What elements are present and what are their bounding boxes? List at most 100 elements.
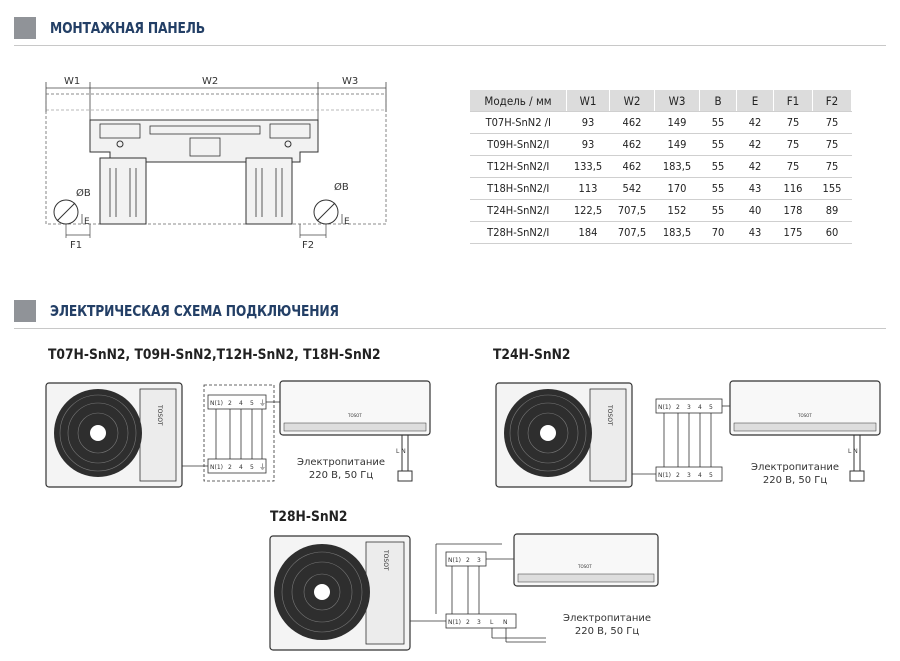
table-header-cell: F1 — [773, 90, 813, 112]
terminal-label: N(1) — [210, 400, 223, 407]
section-header-wiring: ЭЛЕКТРИЧЕСКАЯ СХЕМА ПОДКЛЮЧЕНИЯ — [14, 298, 402, 324]
section-title: МОНТАЖНАЯ ПАНЕЛЬ — [50, 19, 206, 37]
section-square-icon — [14, 300, 36, 322]
terminal-block-indoor: N(1) 2 3 4 5 — [655, 398, 723, 414]
table-cell: 75 — [812, 133, 852, 156]
power-supply-label: Электропитание 220 В, 50 Гц — [740, 461, 850, 487]
terminal-label: 3 — [687, 404, 691, 411]
table-header-cell: F2 — [812, 90, 852, 112]
table-cell: 42 — [736, 133, 774, 156]
ln-label: L N — [848, 448, 858, 455]
dim-b-left: ØB — [76, 187, 91, 199]
table-cell: 75 — [773, 155, 813, 178]
table-header-cell: Модель / мм — [470, 90, 567, 112]
table-cell: 55 — [699, 199, 737, 222]
terminal-label: N(1) — [448, 557, 461, 564]
diagram-title-group1: T07H-SnN2, T09H-SnN2,T12H-SnN2, T18H-SnN… — [48, 347, 381, 363]
terminal-label: N(1) — [658, 404, 671, 411]
power-supply-line1: Электропитание — [750, 462, 840, 473]
table-cell: 55 — [699, 133, 737, 156]
table-cell: 178 — [773, 199, 813, 222]
table-cell: 170 — [654, 177, 700, 200]
terminal-label: 3 — [687, 472, 691, 479]
brand-logo: TOSOT — [156, 404, 163, 426]
section-title: ЭЛЕКТРИЧЕСКАЯ СХЕМА ПОДКЛЮЧЕНИЯ — [50, 302, 339, 320]
terminal-label: 2 — [676, 404, 680, 411]
table-cell: T18H-SnN2/I — [470, 177, 567, 200]
terminal-label: 4 — [239, 400, 243, 407]
power-supply-line1: Электропитание — [296, 457, 386, 468]
terminal-label: N — [503, 619, 508, 626]
power-supply-label: Электропитание 220 В, 50 Гц — [552, 612, 662, 638]
power-supply-line2: 220 В, 50 Гц — [574, 626, 640, 637]
wiring-diagram-2: TOSOT N(1) 2 3 4 5 N(1) 2 3 4 5 TOSOT L … — [495, 380, 881, 488]
table-cell: 70 — [699, 221, 737, 244]
table-cell: 184 — [566, 221, 610, 244]
table-cell: 75 — [812, 155, 852, 178]
terminal-label: N(1) — [448, 619, 461, 626]
table-cell: 707,5 — [609, 221, 655, 244]
table-cell: 116 — [773, 177, 813, 200]
terminal-block-outdoor: N(1) 2 3 4 5 — [655, 466, 723, 482]
terminal-label: 3 — [477, 557, 481, 564]
terminal-label: 5 — [709, 404, 713, 411]
section-header-mounting: МОНТАЖНАЯ ПАНЕЛЬ — [14, 15, 239, 41]
terminal-label: 2 — [466, 619, 470, 626]
terminal-label: 2 — [228, 464, 232, 471]
table-cell: 707,5 — [609, 199, 655, 222]
terminal-label: 4 — [698, 472, 702, 479]
dim-f2: F2 — [302, 240, 314, 251]
terminal-label: 2 — [466, 557, 470, 564]
dim-e-left: E — [84, 217, 90, 227]
table-header-cell: B — [699, 90, 737, 112]
wiring-diagram-1: TOSOT N(1) 2 4 5 ⏚ N(1) 2 4 5 ⏚ TOSOT L … — [45, 380, 431, 488]
brand-logo: TOSOT — [797, 413, 812, 418]
table-cell: 462 — [609, 155, 655, 178]
power-supply-line2: 220 В, 50 Гц — [762, 475, 828, 486]
table-cell: T28H-SnN2/I — [470, 221, 567, 244]
table-header-row: Модель / мм W1 W2 W3 B E F1 F2 — [470, 90, 852, 112]
table-cell: 113 — [566, 177, 610, 200]
table-cell: 55 — [699, 155, 737, 178]
dim-w2: W2 — [202, 76, 218, 87]
dim-f1: F1 — [70, 240, 82, 251]
table-cell: 183,5 — [654, 155, 700, 178]
terminal-label: 5 — [250, 464, 254, 471]
terminal-label: 4 — [698, 404, 702, 411]
table-header-cell: W2 — [609, 90, 655, 112]
table-cell: 89 — [812, 199, 852, 222]
table-cell: 55 — [699, 177, 737, 200]
power-supply-line1: Электропитание — [562, 613, 652, 624]
brand-logo: TOSOT — [577, 564, 592, 569]
table-cell: 42 — [736, 111, 774, 134]
table-cell: 75 — [812, 111, 852, 134]
divider — [14, 45, 886, 46]
terminal-label: 5 — [709, 472, 713, 479]
terminal-label: N(1) — [658, 472, 671, 479]
table-cell: 122,5 — [566, 199, 610, 222]
table-cell: 55 — [699, 111, 737, 134]
table-cell: 175 — [773, 221, 813, 244]
mounting-panel-drawing: W1 W2 W3 ØB ØB E E F1 F2 — [45, 76, 387, 251]
power-supply-line2: 220 В, 50 Гц — [308, 470, 374, 481]
table-cell: 75 — [773, 111, 813, 134]
dim-w1: W1 — [64, 76, 80, 87]
dim-e-right: E — [344, 217, 350, 227]
terminal-label: 3 — [477, 619, 481, 626]
power-supply-label: Электропитание 220 В, 50 Гц — [286, 456, 396, 482]
table-cell: 42 — [736, 155, 774, 178]
table-cell: 93 — [566, 111, 610, 134]
terminal-block-outdoor: N(1) 2 4 5 ⏚ — [207, 458, 267, 474]
table-cell: 462 — [609, 111, 655, 134]
table-header-cell: W1 — [566, 90, 610, 112]
diagram-title-group2: T24H-SnN2 — [493, 347, 571, 363]
divider — [14, 328, 886, 329]
table-header-cell: E — [736, 90, 774, 112]
terminal-label: L — [490, 619, 494, 626]
dim-w3: W3 — [342, 76, 358, 87]
brand-logo: TOSOT — [347, 413, 362, 418]
table-cell: 40 — [736, 199, 774, 222]
